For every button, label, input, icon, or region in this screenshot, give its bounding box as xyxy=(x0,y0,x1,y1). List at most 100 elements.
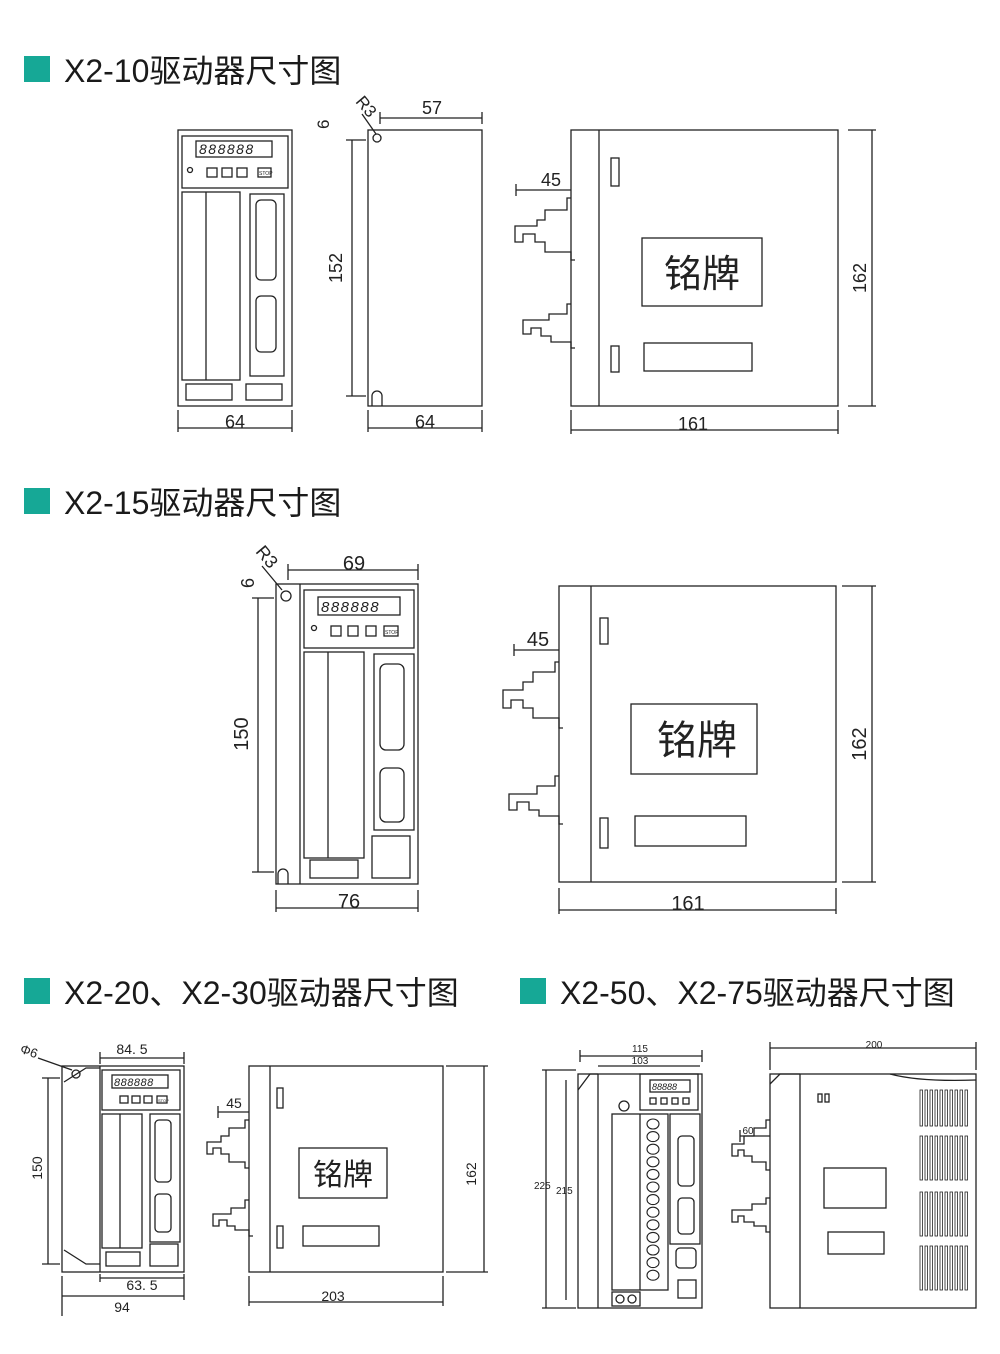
x2-20-right-view xyxy=(206,1065,488,1306)
x2-10-dim-front-width: 64 xyxy=(225,412,245,432)
terminal-screw xyxy=(646,1231,660,1243)
section-marker xyxy=(24,978,50,1004)
vent-slot xyxy=(934,1135,938,1181)
vent-slot xyxy=(959,1191,963,1237)
vent-slot xyxy=(919,1089,923,1127)
terminal-screw xyxy=(646,1156,660,1168)
x2-10-dim-hole: 6 xyxy=(314,120,333,129)
vent-slot xyxy=(949,1191,953,1237)
x2-20-dim-right-height: 162 xyxy=(463,1162,479,1186)
x2-20-dim-conn: 45 xyxy=(226,1095,242,1111)
vent-slot xyxy=(934,1245,938,1291)
vent-slot xyxy=(949,1089,953,1127)
x2-50-dim-h-outer: 225 xyxy=(534,1181,551,1192)
x2-20-dim-phi: Φ6 xyxy=(18,1041,40,1061)
x2-10-dim-right-height: 162 xyxy=(850,263,870,293)
x2-50-terminal-circles xyxy=(646,1118,660,1281)
x2-20-display-digits: 888888 xyxy=(114,1077,154,1089)
vent-slot xyxy=(944,1089,948,1127)
x2-20-nameplate: 铭牌 xyxy=(313,1159,373,1192)
section-marker xyxy=(520,978,546,1004)
x2-20-front-view xyxy=(37,1052,185,1316)
x2-10-side-view xyxy=(346,112,483,432)
x2-15-dim-height: 150 xyxy=(231,717,253,750)
x2-20-stop-key: STOP xyxy=(158,1098,169,1103)
vent-slot xyxy=(919,1191,923,1237)
section-title-x2-50-75: X2-50、X2-75驱动器尺寸图 xyxy=(520,968,955,1014)
x2-10-dim-right-width: 161 xyxy=(678,414,708,434)
vent-slot xyxy=(964,1245,968,1291)
x2-10-dim-radius: R3 xyxy=(352,92,381,121)
x2-10-right-view xyxy=(514,129,876,434)
terminal-screw xyxy=(646,1244,660,1256)
terminal-screw xyxy=(646,1143,660,1155)
x2-15-stop-key: STOP xyxy=(385,630,399,636)
vent-slot xyxy=(939,1245,943,1291)
vent-slot xyxy=(934,1191,938,1237)
x2-10-dim-height: 152 xyxy=(326,253,346,283)
terminal-screw xyxy=(646,1168,660,1180)
x2-50-vent-slots xyxy=(919,1089,968,1291)
x2-50-dim-w-inner: 103 xyxy=(632,1056,649,1067)
x2-10-dim-conn: 45 xyxy=(541,170,561,190)
vent-slot xyxy=(939,1191,943,1237)
vent-slot xyxy=(929,1135,933,1181)
x2-50-dim-h-inner: 215 xyxy=(556,1186,573,1197)
x2-10-dim-side-width: 64 xyxy=(415,412,435,432)
vent-slot xyxy=(954,1191,958,1237)
vent-slot xyxy=(934,1089,938,1127)
terminal-screw xyxy=(646,1257,660,1269)
x2-15-dim-conn: 45 xyxy=(527,629,549,651)
vent-slot xyxy=(924,1089,928,1127)
x2-50-dim-conn: 60 xyxy=(742,1126,754,1137)
vent-slot xyxy=(929,1089,933,1127)
x2-15-right-view xyxy=(502,585,876,914)
vent-slot xyxy=(924,1191,928,1237)
vent-slot xyxy=(939,1089,943,1127)
x2-10-front-view xyxy=(177,129,293,407)
x2-10-dim-top: 57 xyxy=(422,98,442,118)
section-title-x2-20-30: X2-20、X2-30驱动器尺寸图 xyxy=(24,968,459,1014)
vent-slot xyxy=(964,1191,968,1237)
vent-slot xyxy=(954,1135,958,1181)
x2-10-display-digits: 888888 xyxy=(199,141,255,157)
x2-10-front-dim-64 xyxy=(177,410,293,432)
section-marker xyxy=(24,56,50,82)
terminal-screw xyxy=(646,1219,660,1231)
x2-50-front-view xyxy=(542,1050,703,1309)
vent-slot xyxy=(949,1135,953,1181)
vent-slot xyxy=(939,1135,943,1181)
x2-50-side-view xyxy=(731,1042,977,1309)
terminal-screw xyxy=(646,1131,660,1143)
x2-10-nameplate: 铭牌 xyxy=(664,254,740,296)
vent-slot xyxy=(944,1245,948,1291)
x2-20-dim-right-width: 203 xyxy=(321,1288,345,1304)
x2-15-dim-right-width: 161 xyxy=(671,893,704,915)
vent-slot xyxy=(924,1135,928,1181)
terminal-screw xyxy=(646,1118,660,1130)
section-title-x2-15: X2-15驱动器尺寸图 xyxy=(24,478,341,524)
vent-slot xyxy=(944,1135,948,1181)
vent-slot xyxy=(929,1191,933,1237)
terminal-screw xyxy=(646,1194,660,1206)
vent-slot xyxy=(924,1245,928,1291)
x2-20-dim-outer: 94 xyxy=(114,1299,130,1315)
x2-15-dim-top: 69 xyxy=(343,553,365,575)
x2-20-dim-height: 150 xyxy=(29,1156,45,1180)
section-title-text: X2-20、X2-30驱动器尺寸图 xyxy=(64,975,459,1011)
terminal-screw xyxy=(646,1206,660,1218)
x2-15-dim-bottom: 76 xyxy=(338,891,360,913)
vent-slot xyxy=(954,1245,958,1291)
x2-15-nameplate: 铭牌 xyxy=(657,719,737,763)
vent-slot xyxy=(959,1135,963,1181)
section-title-text: X2-50、X2-75驱动器尺寸图 xyxy=(560,975,955,1011)
x2-15-dim-radius: R3 xyxy=(252,542,282,572)
x2-50-display-digits: 88888 xyxy=(652,1082,677,1092)
x2-15-front-view xyxy=(252,564,419,912)
x2-10-stop-key: STOP xyxy=(259,171,273,177)
vent-slot xyxy=(919,1245,923,1291)
vent-slot xyxy=(964,1089,968,1127)
vent-slot xyxy=(954,1089,958,1127)
x2-20-dim-top: 84. 5 xyxy=(116,1041,147,1057)
